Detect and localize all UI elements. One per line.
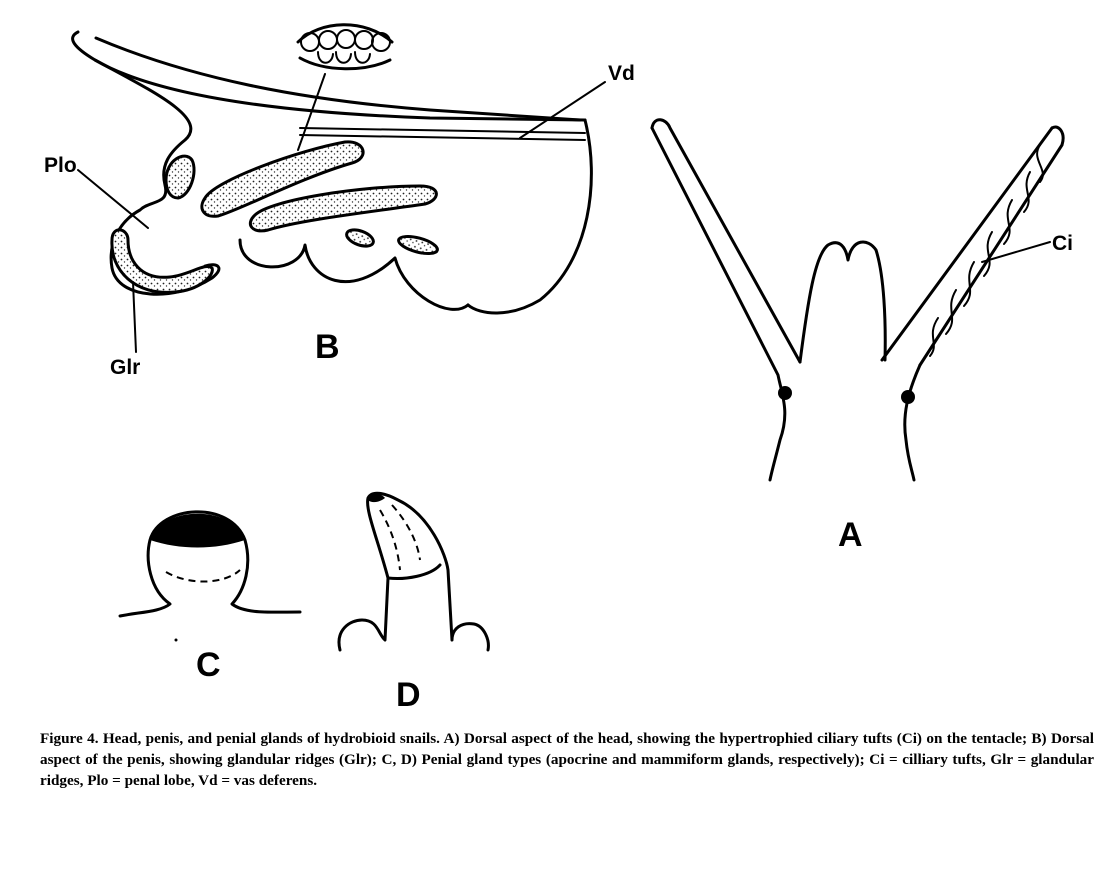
ci-leader-line [981, 241, 1051, 263]
panel-d-mammiform-gland-drawing [337, 491, 490, 652]
label-ci: Ci [1052, 232, 1073, 255]
label-glr: Glr [110, 356, 140, 379]
right-eye [901, 390, 915, 404]
panel-label-d: D [396, 676, 421, 714]
label-plo: Plo [44, 154, 77, 177]
inset-leader-line [297, 73, 326, 151]
panel-label-a: A [838, 516, 863, 554]
vd-leader-line [519, 81, 606, 139]
figure-caption: Figure 4. Head, penis, and penial glands… [40, 730, 1094, 789]
glr-leader-line [132, 281, 137, 353]
panel-label-b: B [315, 328, 340, 366]
panel-b-penis-drawing [71, 23, 606, 353]
panel-label-c: C [196, 646, 221, 684]
panel-c-apocrine-gland-drawing [118, 510, 302, 642]
left-eye [778, 386, 792, 400]
label-vd: Vd [608, 62, 635, 85]
plo-leader-line [77, 169, 149, 229]
panel-a-head-drawing [650, 118, 1065, 482]
